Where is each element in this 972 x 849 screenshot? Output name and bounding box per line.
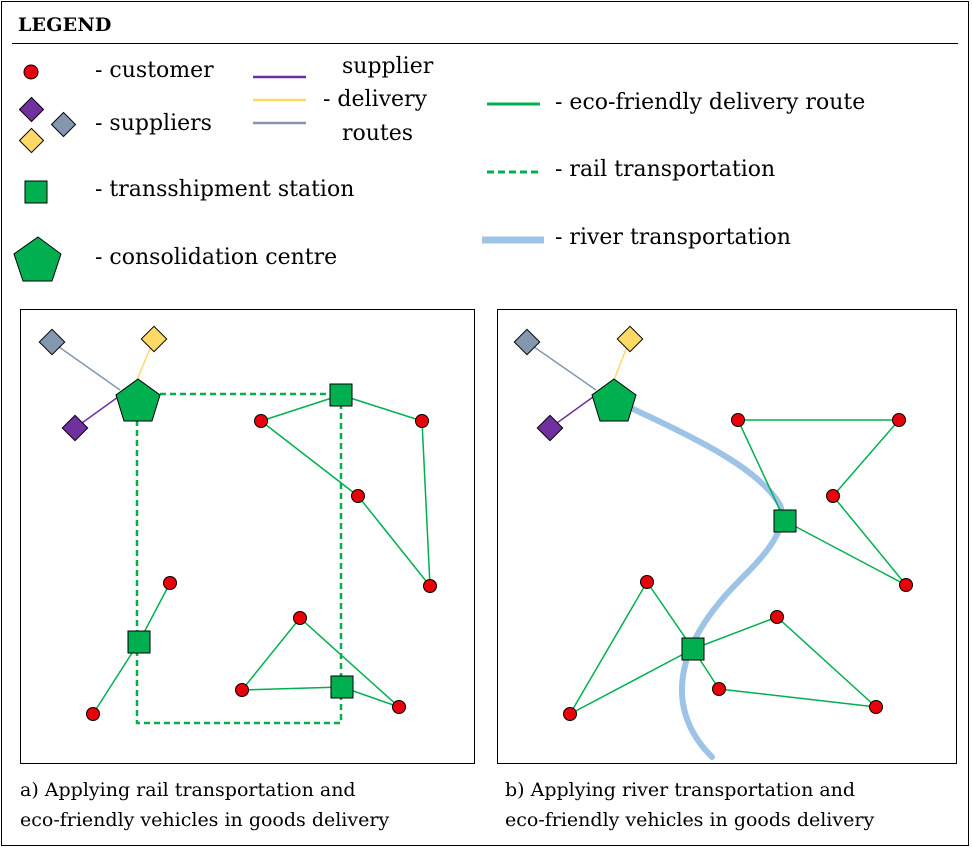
legend-consolidation-label: - consolidation centre xyxy=(95,245,338,270)
panel-b-caption-2: eco-friendly vehicles in goods delivery xyxy=(505,809,875,831)
legend-supplier-yellow-icon xyxy=(18,127,45,154)
b-customers xyxy=(563,413,913,721)
a-supplier-gray xyxy=(38,328,66,356)
b-supplier-yellow xyxy=(616,325,644,353)
b-supplier-gray xyxy=(513,328,541,356)
a-supplier-purple xyxy=(61,414,89,442)
a-transshipment-3 xyxy=(330,675,354,699)
b-transshipment-1 xyxy=(773,509,797,533)
b-consolidation-centre xyxy=(591,378,637,422)
a-consolidation-centre xyxy=(115,378,161,422)
a-route-gray xyxy=(51,341,121,391)
legend-transshipment-icon xyxy=(24,180,48,204)
panel-b-frame xyxy=(497,309,957,764)
a-transshipment-1 xyxy=(329,383,353,407)
legend-rail-label: - rail transportation xyxy=(555,157,776,182)
panel-b-caption-1: b) Applying river transportation and xyxy=(505,779,856,801)
legend-customer-label: - customer xyxy=(95,58,214,83)
legend-supplier-route-label-1: supplier xyxy=(342,54,434,79)
legend-supplier-route-label-3: routes xyxy=(342,121,414,146)
legend-consolidation-icon xyxy=(13,236,62,282)
legend-divider xyxy=(12,43,958,44)
legend-eco-route-label: - eco-friendly delivery route xyxy=(555,90,866,115)
legend-suppliers-label: - suppliers xyxy=(95,111,212,136)
a-transshipment-2 xyxy=(127,630,151,654)
a-customers xyxy=(86,414,437,721)
legend-customer-icon xyxy=(23,64,39,80)
legend-transshipment-label: - transshipment station xyxy=(95,177,355,202)
a-supplier-yellow xyxy=(140,325,168,353)
legend-title: LEGEND xyxy=(18,14,112,36)
legend-supplier-gray-icon xyxy=(50,111,77,138)
panel-a-caption-2: eco-friendly vehicles in goods delivery xyxy=(20,809,390,831)
legend-river-label: - river transportation xyxy=(555,225,791,250)
panel-a-caption-1: a) Applying rail transportation and xyxy=(20,779,356,801)
legend-supplier-route-label-2: - delivery xyxy=(323,87,427,112)
b-supplier-purple xyxy=(536,414,564,442)
a-rail-line-2 xyxy=(135,420,343,725)
b-eco-routes xyxy=(569,419,907,715)
legend-supplier-purple-icon xyxy=(18,96,45,123)
b-transshipment-2 xyxy=(681,637,705,661)
b-river xyxy=(630,406,785,760)
a-eco-routes xyxy=(92,394,431,715)
